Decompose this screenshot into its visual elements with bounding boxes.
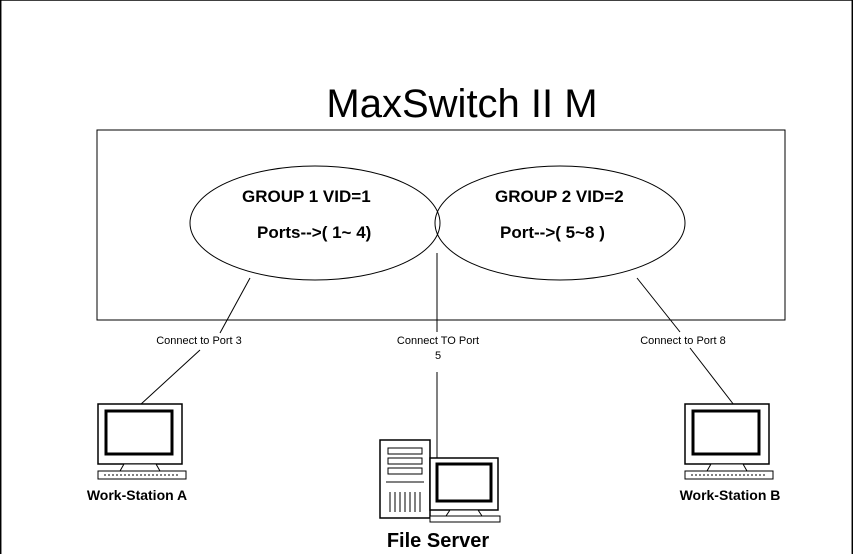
workstation-a-icon: [97, 403, 187, 480]
workstation-b-label: Work-Station B: [680, 487, 781, 503]
file-server-label: File Server: [387, 530, 490, 552]
diagram-title: MaxSwitch II M: [326, 82, 597, 126]
server-tower-icon: [379, 439, 431, 519]
link-b-label: Connect to Port 8: [640, 335, 726, 347]
server-monitor-icon: [429, 457, 501, 523]
link-a-lower: [139, 349, 201, 406]
link-a-upper: [219, 277, 251, 334]
group-1-title: GROUP 1 VID=1: [242, 187, 371, 206]
switch-box: [96, 129, 786, 321]
group-1-ports: Ports-->( 1~ 4): [257, 223, 371, 242]
workstation-b-icon: [684, 403, 774, 480]
link-b-upper: [636, 277, 681, 333]
link-server-label-2: 5: [435, 350, 441, 362]
link-a-label: Connect to Port 3: [156, 335, 242, 347]
group-2-ellipse: [434, 165, 686, 281]
group-2-title: GROUP 2 VID=2: [495, 187, 624, 206]
group-1-ellipse: [189, 165, 441, 281]
group-2-ports: Port-->( 5~8 ): [500, 223, 605, 242]
link-server-label-1: Connect TO Port: [397, 335, 479, 347]
link-b-lower: [689, 347, 735, 406]
workstation-a-label: Work-Station A: [87, 487, 187, 503]
